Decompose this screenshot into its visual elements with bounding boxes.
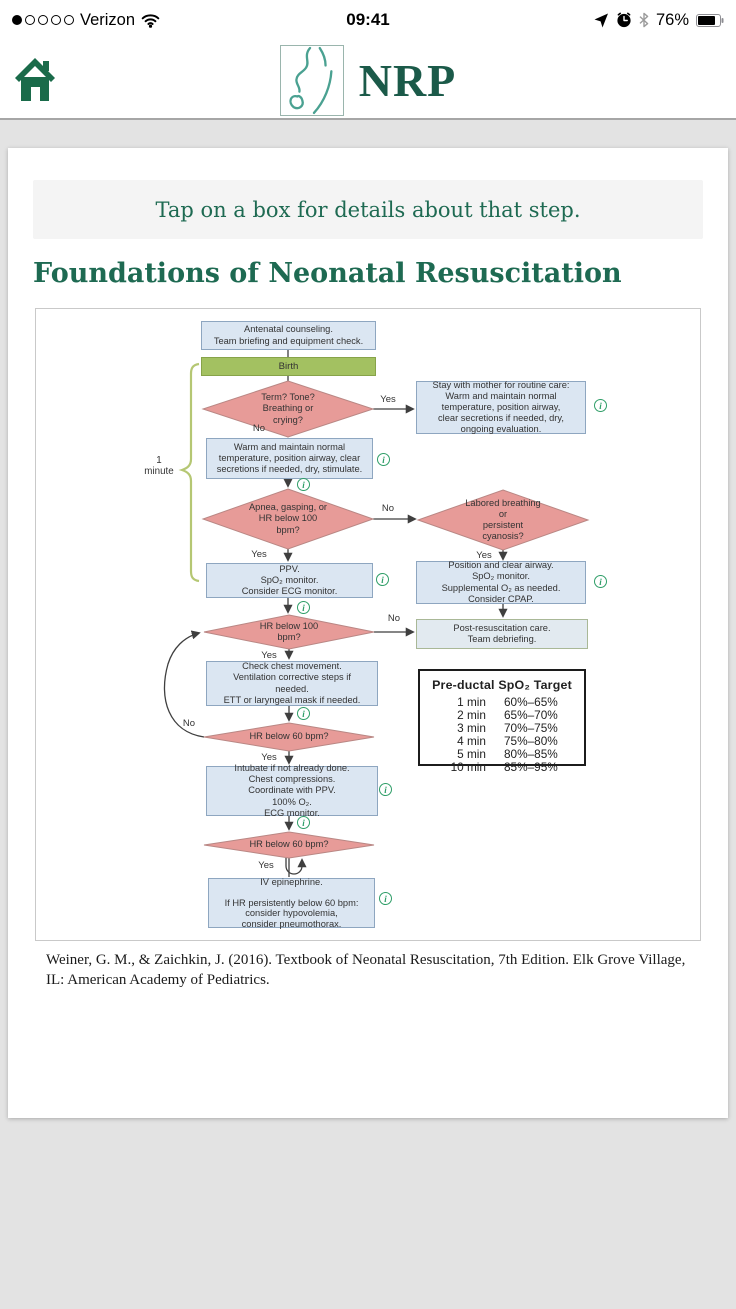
flow-node-iv-epinephrine[interactable]: IV epinephrine. If HR persistently below… [208, 877, 375, 929]
info-icon[interactable]: i [297, 478, 310, 491]
battery-icon [696, 13, 724, 27]
info-icon[interactable]: i [594, 575, 607, 588]
branch-label-no: No [387, 613, 401, 624]
page-background: Tap on a box for details about that step… [0, 120, 736, 1307]
flow-decision-term-tone[interactable]: Term? Tone? Breathing or crying? [261, 392, 315, 425]
branch-label-yes: Yes [380, 394, 396, 405]
flowchart: Antenatal counseling. Team briefing and … [35, 308, 701, 941]
notice-banner-text: Tap on a box for details about that step… [155, 197, 581, 222]
wifi-icon [141, 13, 160, 28]
branch-label-yes: Yes [476, 550, 492, 561]
flow-decision-hr-below-60-first[interactable]: HR below 60 bpm? [249, 731, 329, 742]
flow-node-stay-with-mother[interactable]: Stay with mother for routine care: Warm … [416, 380, 586, 434]
home-button[interactable] [15, 56, 55, 104]
flow-node-check-chest-movement[interactable]: Check chest movement. Ventilation correc… [206, 661, 378, 706]
info-icon[interactable]: i [594, 399, 607, 412]
nrp-logo-icon [279, 44, 344, 116]
flow-node-post-resuscitation[interactable]: Post-resuscitation care. Team debriefing… [416, 619, 588, 649]
flow-decision-hr-below-60-second[interactable]: HR below 60 bpm? [249, 839, 329, 850]
signal-strength-dots [12, 15, 74, 25]
info-icon[interactable]: i [379, 783, 392, 796]
flow-decision-hr-below-100[interactable]: HR below 100 bpm? [259, 620, 319, 642]
flow-decision-apnea-gasping[interactable]: Apnea, gasping, or HR below 100 bpm? [248, 502, 328, 535]
carrier-label: Verizon [80, 10, 136, 29]
info-icon[interactable]: i [377, 453, 390, 466]
alarm-clock-icon [617, 12, 631, 28]
app-header: NRP [0, 40, 736, 120]
info-icon[interactable]: i [379, 892, 392, 905]
branch-label-no: No [381, 503, 395, 514]
flow-node-intubate-compressions[interactable]: Intubate if not already done. Chest comp… [206, 763, 378, 818]
info-icon[interactable]: i [297, 707, 310, 720]
flow-node-birth[interactable]: Birth [201, 357, 376, 376]
citation-text: Weiner, G. M., & Zaichkin, J. (2016). Te… [46, 952, 686, 988]
info-icon[interactable]: i [376, 573, 389, 586]
flowchart-connectors [163, 350, 590, 877]
branch-label-yes: Yes [251, 549, 267, 560]
one-minute-label: 1 minute [144, 455, 174, 478]
branch-label-no: No [252, 423, 266, 434]
branch-label-yes: Yes [258, 860, 274, 871]
app-title: NRP [358, 54, 457, 106]
flow-node-position-airway[interactable]: Position and clear airway. SpO₂ monitor.… [416, 560, 586, 604]
app-logo: NRP [0, 40, 736, 120]
branch-label-yes: Yes [261, 650, 277, 661]
status-bar: Verizon 09:41 76% [0, 0, 736, 40]
content-card: Tap on a box for details about that step… [8, 148, 728, 1118]
notice-banner: Tap on a box for details about that step… [33, 180, 703, 239]
bluetooth-icon [639, 12, 649, 28]
spo2-table-title: Pre-ductal SpO₂ Target [432, 678, 572, 692]
flow-node-antenatal-counseling[interactable]: Antenatal counseling. Team briefing and … [201, 321, 376, 350]
branch-label-yes: Yes [261, 752, 277, 763]
page-title: Foundations of Neonatal Resuscitation [33, 258, 622, 289]
battery-percent-label: 76% [655, 10, 689, 29]
location-arrow-icon [594, 13, 608, 27]
clock-time: 09:41 [346, 10, 390, 29]
flow-node-warm-and-maintain[interactable]: Warm and maintain normal temperature, po… [206, 438, 373, 479]
branch-label-no: No [182, 718, 196, 729]
flow-node-ppv[interactable]: PPV. SpO₂ monitor. Consider ECG monitor. [206, 563, 373, 598]
info-icon[interactable]: i [297, 816, 310, 829]
info-icon[interactable]: i [297, 601, 310, 614]
flow-decision-labored-breathing[interactable]: Labored breathing or persistent cyanosis… [465, 497, 541, 542]
